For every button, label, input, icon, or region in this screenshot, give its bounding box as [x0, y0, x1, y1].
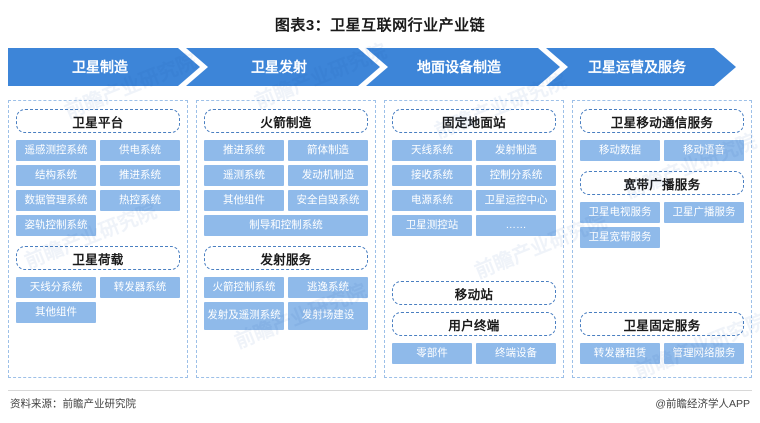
cell-item[interactable]: 发射场建设 — [288, 302, 368, 330]
cell-item[interactable]: 火箭控制系统 — [204, 277, 284, 298]
cell-item[interactable]: 卫星宽带服务 — [580, 227, 660, 248]
column-satellite-launch: 火箭制造 推进系统 箭体制造 遥测系统 发动机制造 其他组件 安全自毁系统 制导… — [196, 100, 376, 378]
column-operation-service: 卫星移动通信服务 移动数据 移动语音 宽带广播服务 卫星电视服务 卫星广播服务 … — [572, 100, 752, 378]
cell-item[interactable]: 管理网络服务 — [664, 343, 744, 364]
cell-item[interactable]: 其他组件 — [204, 190, 284, 211]
section-header-satellite-platform: 卫星平台 — [16, 109, 180, 133]
cell-item[interactable]: 发射及遥测系统 — [204, 302, 284, 330]
detail-columns: 卫星平台 遥感测控系统 供电系统 结构系统 推进系统 数据管理系统 热控系统 姿… — [8, 100, 752, 378]
cell-item[interactable]: 卫星广播服务 — [664, 202, 744, 223]
cell-item[interactable]: 终端设备 — [476, 343, 556, 364]
value-chain-banner: 卫星制造 卫星发射 地面设备制造 卫星运营及服务 — [8, 48, 752, 86]
section-header-mobile-station: 移动站 — [392, 281, 556, 305]
column-spacer — [14, 331, 182, 372]
brand-note: @前瞻经济学人APP — [655, 398, 750, 410]
cell-item[interactable]: 遥感测控系统 — [16, 140, 96, 161]
section-header-launch-service: 发射服务 — [204, 246, 368, 270]
cell-item[interactable]: 安全自毁系统 — [288, 190, 368, 211]
cell-item[interactable]: 发射制造 — [476, 140, 556, 161]
section-header-rocket-manufacturing: 火箭制造 — [204, 109, 368, 133]
section-header-fixed-ground-station: 固定地面站 — [392, 109, 556, 133]
cell-item[interactable]: 箭体制造 — [288, 140, 368, 161]
cell-grid-broadband-broadcast-service: 卫星电视服务 卫星广播服务 卫星宽带服务 — [580, 202, 744, 248]
cell-grid-mobile-comm-service: 移动数据 移动语音 — [580, 140, 744, 161]
cell-item[interactable]: 电源系统 — [392, 190, 472, 211]
cell-item[interactable]: …… — [476, 215, 556, 236]
cell-item[interactable]: 姿轨控制系统 — [16, 215, 96, 236]
stage-label: 卫星发射 — [251, 59, 307, 75]
column-spacer — [578, 256, 746, 310]
footer-divider — [8, 390, 752, 391]
stage-label: 卫星运营及服务 — [588, 59, 686, 75]
cell-grid-fixed-ground-station: 天线系统 发射制造 接收系统 控制分系统 电源系统 卫星运控中心 卫星测控站 …… — [392, 140, 556, 236]
column-spacer — [202, 338, 370, 372]
cell-item[interactable]: 逃逸系统 — [288, 277, 368, 298]
cell-item[interactable]: 发动机制造 — [288, 165, 368, 186]
cell-item[interactable]: 制导和控制系统 — [204, 215, 368, 236]
column-spacer — [390, 244, 558, 279]
cell-grid-satellite-platform: 遥感测控系统 供电系统 结构系统 推进系统 数据管理系统 热控系统 姿轨控制系统 — [16, 140, 180, 236]
source-note: 资料来源：前瞻产业研究院 — [10, 398, 136, 410]
stage-satellite-manufacturing[interactable]: 卫星制造 — [8, 48, 200, 86]
cell-item[interactable]: 推进系统 — [100, 165, 180, 186]
cell-item[interactable]: 零部件 — [392, 343, 472, 364]
column-ground-equipment: 固定地面站 天线系统 发射制造 接收系统 控制分系统 电源系统 卫星运控中心 卫… — [384, 100, 564, 378]
cell-item[interactable]: 控制分系统 — [476, 165, 556, 186]
cell-item[interactable]: 天线分系统 — [16, 277, 96, 298]
cell-item[interactable]: 移动数据 — [580, 140, 660, 161]
cell-grid-satellite-payload: 天线分系统 转发器系统 其他组件 — [16, 277, 180, 323]
section-header-satellite-payload: 卫星荷载 — [16, 246, 180, 270]
cell-grid-launch-service: 火箭控制系统 逃逸系统 发射及遥测系统 发射场建设 — [204, 277, 368, 330]
stage-satellite-launch[interactable]: 卫星发射 — [186, 48, 380, 86]
section-header-broadband-broadcast-service: 宽带广播服务 — [580, 171, 744, 195]
cell-item[interactable]: 天线系统 — [392, 140, 472, 161]
page-title: 图表3：卫星互联网行业产业链 — [274, 17, 486, 34]
cell-item[interactable]: 其他组件 — [16, 302, 96, 323]
stage-label: 卫星制造 — [72, 59, 128, 75]
section-header-user-terminal: 用户终端 — [392, 312, 556, 336]
cell-grid-fixed-satellite-service: 转发器租赁 管理网络服务 — [580, 343, 744, 364]
cell-item[interactable]: 卫星运控中心 — [476, 190, 556, 211]
cell-item[interactable]: 转发器租赁 — [580, 343, 660, 364]
section-header-mobile-comm-service: 卫星移动通信服务 — [580, 109, 744, 133]
stage-operation-service[interactable]: 卫星运营及服务 — [546, 48, 736, 86]
column-satellite-manufacturing: 卫星平台 遥感测控系统 供电系统 结构系统 推进系统 数据管理系统 热控系统 姿… — [8, 100, 188, 378]
cell-item[interactable]: 接收系统 — [392, 165, 472, 186]
cell-item[interactable]: 供电系统 — [100, 140, 180, 161]
cell-item[interactable]: 遥测系统 — [204, 165, 284, 186]
cell-item[interactable]: 结构系统 — [16, 165, 96, 186]
cell-item[interactable]: 卫星测控站 — [392, 215, 472, 236]
cell-item[interactable]: 卫星电视服务 — [580, 202, 660, 223]
stage-ground-equipment[interactable]: 地面设备制造 — [366, 48, 560, 86]
cell-grid-rocket-manufacturing: 推进系统 箭体制造 遥测系统 发动机制造 其他组件 安全自毁系统 制导和控制系统 — [204, 140, 368, 236]
stage-label: 地面设备制造 — [417, 59, 501, 75]
cell-item[interactable]: 推进系统 — [204, 140, 284, 161]
cell-item[interactable]: 数据管理系统 — [16, 190, 96, 211]
section-header-fixed-satellite-service: 卫星固定服务 — [580, 312, 744, 336]
cell-item[interactable]: 转发器系统 — [100, 277, 180, 298]
cell-item[interactable]: 移动语音 — [664, 140, 744, 161]
cell-item[interactable]: 热控系统 — [100, 190, 180, 211]
cell-grid-user-terminal: 零部件 终端设备 — [392, 343, 556, 364]
